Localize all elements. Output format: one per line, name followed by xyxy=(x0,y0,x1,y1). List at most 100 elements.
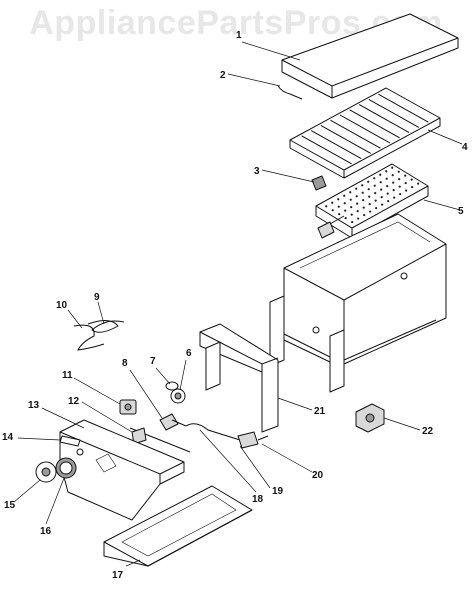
part-17-drip-tray[interactable] xyxy=(103,485,253,567)
grate-bar xyxy=(368,98,420,128)
burner-hole xyxy=(380,196,383,199)
burner-hole xyxy=(349,198,352,201)
callout-1: 1 xyxy=(236,30,242,41)
burner-hole xyxy=(393,196,396,199)
part-7-ring[interactable] xyxy=(165,381,179,391)
burner-hole xyxy=(368,203,371,206)
callout-18: 18 xyxy=(252,494,264,505)
burner-hole xyxy=(331,209,334,212)
grate-bar xyxy=(320,124,372,154)
burner-hole xyxy=(361,184,364,187)
part-3-clip[interactable] xyxy=(311,175,327,191)
callout-12: 12 xyxy=(68,396,80,407)
burner-hole xyxy=(356,202,359,205)
burner-hole xyxy=(367,188,370,191)
part-2-rod[interactable] xyxy=(277,85,303,100)
grate-bar xyxy=(378,93,429,123)
burner-hole xyxy=(373,177,376,180)
burner-hole xyxy=(404,174,407,177)
callout-2: 2 xyxy=(220,70,226,81)
grate-bar xyxy=(301,135,352,165)
burner-hole xyxy=(405,189,408,192)
callout-8: 8 xyxy=(122,358,128,369)
burner-hole xyxy=(363,213,366,217)
part-8-valve[interactable] xyxy=(159,413,187,431)
burner-hole xyxy=(398,185,401,188)
callout-9: 9 xyxy=(94,292,100,303)
burner-hole xyxy=(399,192,402,196)
callout-4: 4 xyxy=(462,142,468,153)
burner-hole xyxy=(385,170,388,173)
burner-hole xyxy=(391,174,394,177)
grate-bar xyxy=(310,130,362,160)
grate-bar xyxy=(330,119,381,149)
burner-hole xyxy=(351,220,354,224)
callout-19: 19 xyxy=(272,486,284,497)
burner-hole xyxy=(379,173,382,176)
part-18-gas-tube[interactable] xyxy=(185,423,241,441)
burner-hole xyxy=(386,192,389,195)
leader-lines xyxy=(13,41,463,567)
burner-hole xyxy=(350,206,353,209)
callout-17: 17 xyxy=(112,570,124,581)
burner-hole xyxy=(374,199,377,202)
part-4-grate[interactable] xyxy=(289,87,441,179)
burner-hole xyxy=(411,185,414,189)
burner-hole xyxy=(367,180,370,183)
part-6-fitting[interactable] xyxy=(170,388,186,404)
grate-bar xyxy=(349,109,400,139)
callout-16: 16 xyxy=(40,526,52,537)
firebox-housing[interactable] xyxy=(269,213,447,393)
burner-hole xyxy=(404,182,407,185)
burner-hole xyxy=(344,217,347,220)
burner-hole xyxy=(337,205,340,208)
burner-hole xyxy=(387,199,390,203)
part-13-control-panel[interactable] xyxy=(59,419,185,521)
burner-hole xyxy=(386,185,389,188)
burner-hole xyxy=(349,191,352,194)
part-10-wire[interactable] xyxy=(73,324,105,351)
grate-bar xyxy=(358,104,410,134)
burner-hole xyxy=(379,181,382,184)
burner-hole xyxy=(362,206,365,209)
callout-22: 22 xyxy=(422,426,434,437)
callout-6: 6 xyxy=(186,348,192,359)
callout-11: 11 xyxy=(62,370,73,381)
burner-hole xyxy=(343,194,346,197)
part-11-ignitor[interactable] xyxy=(119,399,137,415)
callout-labels: 1 2 3 4 5 6 7 8 9 10 11 12 13 14 15 16 1… xyxy=(2,30,468,581)
part-9-wire[interactable] xyxy=(87,320,125,333)
part-15-knob[interactable] xyxy=(35,461,57,483)
part-12-manifold[interactable] xyxy=(129,427,191,453)
burner-hole xyxy=(391,166,394,169)
part-19-fitting[interactable] xyxy=(237,431,269,449)
burner-hole xyxy=(374,192,377,195)
burner-hole xyxy=(381,203,384,206)
burner-hole xyxy=(369,210,372,213)
burner-hole xyxy=(356,210,359,213)
part-1-cover[interactable] xyxy=(281,13,459,99)
callout-10: 10 xyxy=(56,300,68,311)
burner-hole xyxy=(392,189,395,192)
grate-bar xyxy=(339,114,391,144)
burner-hole xyxy=(361,191,364,194)
part-16-bezel[interactable] xyxy=(55,457,77,479)
part-14-clip[interactable] xyxy=(59,435,81,447)
burner-hole xyxy=(344,209,347,212)
callout-13: 13 xyxy=(28,400,40,411)
burner-hole xyxy=(373,184,376,187)
callout-3: 3 xyxy=(254,166,260,177)
burner-hole xyxy=(375,206,378,210)
burner-hole xyxy=(417,182,420,185)
part-21-front-bracket[interactable] xyxy=(199,323,279,433)
burner-hole xyxy=(355,187,358,190)
burner-hole xyxy=(337,198,340,201)
burner-hole xyxy=(397,170,400,173)
part-5-burner-tray[interactable] xyxy=(315,163,429,239)
burner-hole xyxy=(338,213,341,216)
burner-hole xyxy=(357,217,360,220)
part-22-regulator[interactable] xyxy=(355,403,385,433)
burner-hole xyxy=(398,178,401,181)
burner-hole xyxy=(368,195,371,198)
